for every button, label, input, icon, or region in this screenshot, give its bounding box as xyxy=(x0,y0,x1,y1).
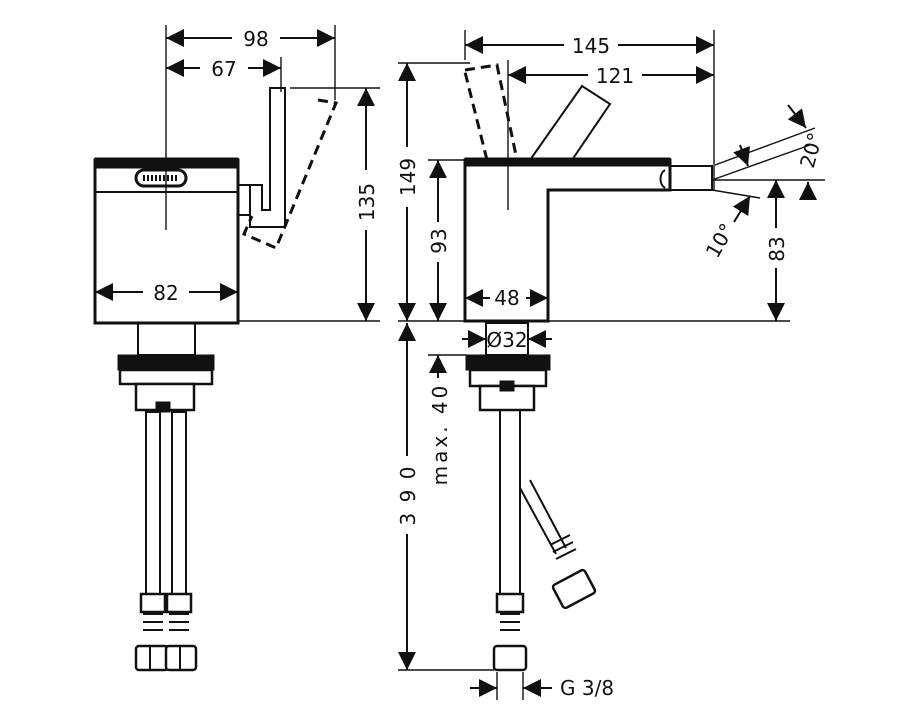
front-top-cap xyxy=(464,157,671,167)
front-lever xyxy=(529,84,612,161)
dim-83: 83 xyxy=(765,236,789,261)
side-hose-right xyxy=(171,411,187,598)
dim-82: 82 xyxy=(153,281,178,305)
dim-98: 98 xyxy=(243,27,268,51)
dim-67: 67 xyxy=(211,57,236,81)
dim-10-deg: 10° xyxy=(701,219,740,262)
front-diagonal-hose xyxy=(519,479,567,555)
side-view: 98 67 82 135 xyxy=(93,25,380,672)
dim-20-deg: 20° xyxy=(795,130,827,170)
dim-149: 149 xyxy=(396,158,420,196)
dim-48: 48 xyxy=(494,286,519,310)
dim-93: 93 xyxy=(427,228,451,253)
dim-145: 145 xyxy=(572,34,610,58)
front-lever-open xyxy=(463,63,519,161)
side-connector-left xyxy=(134,644,170,672)
side-lever-open xyxy=(242,98,339,250)
dim-135: 135 xyxy=(355,183,379,221)
front-hose xyxy=(499,409,521,596)
front-view: 145 121 149 93 48 20° 10° 83 Ø32 xyxy=(395,30,827,700)
dim-diameter-32: Ø32 xyxy=(486,328,527,352)
side-hose-left xyxy=(145,411,161,598)
dim-390: 3 9 0 xyxy=(396,465,420,526)
dim-121: 121 xyxy=(596,64,634,88)
side-shank xyxy=(137,322,196,356)
dim-thread: G 3/8 xyxy=(560,676,614,700)
dim-max-40: max. 40 xyxy=(428,383,452,486)
front-nut xyxy=(465,354,551,371)
side-lever xyxy=(249,87,286,228)
front-spout-outlet xyxy=(659,165,713,191)
front-diagonal-connector xyxy=(551,568,597,610)
front-connector xyxy=(492,644,528,672)
side-nut xyxy=(117,354,215,371)
